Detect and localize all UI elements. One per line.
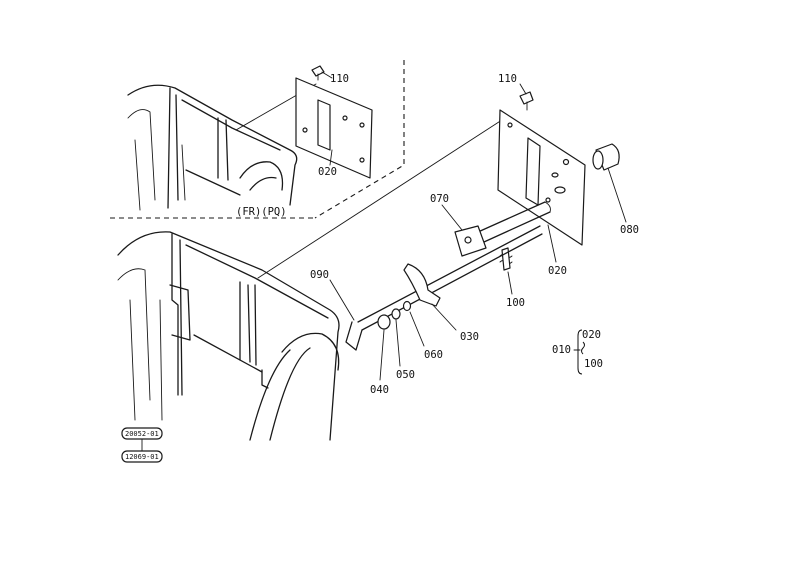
assembly-range-from: 020	[582, 329, 601, 341]
assembly-range-to: 100	[584, 358, 603, 370]
inset-cab-sketch	[127, 83, 317, 211]
callout-080: 080	[620, 224, 639, 236]
callout-090: 090	[310, 269, 329, 281]
ref-tag-bottom-text: 12069-01	[125, 453, 159, 461]
right-plate-020	[497, 91, 620, 246]
callout-110-right: 110	[498, 73, 517, 85]
callout-110-top: 110	[330, 73, 349, 85]
lever-assembly	[345, 201, 551, 351]
inset-region	[110, 60, 405, 219]
reference-tags: 20052-01 12069-01	[121, 427, 163, 463]
callout-020-top: 020	[318, 166, 337, 178]
range-brace	[577, 329, 583, 375]
callout-040: 040	[370, 384, 389, 396]
inset-plate-020	[295, 65, 373, 179]
washer-050	[391, 308, 401, 320]
washer-060	[402, 300, 412, 312]
assembly-range: 010 020 100	[552, 329, 603, 375]
ref-tag-top-text: 20052-01	[125, 430, 159, 438]
callout-070: 070	[430, 193, 449, 205]
callout-050: 050	[396, 369, 415, 381]
region-note: (FR)(PQ)	[236, 206, 287, 218]
callout-020-right: 020	[548, 265, 567, 277]
nut-040	[377, 314, 391, 330]
leader-lines	[321, 71, 627, 381]
assembly-parent: 010	[552, 344, 571, 356]
callout-060: 060	[424, 349, 443, 361]
main-cab-sketch	[117, 117, 506, 441]
callout-100: 100	[506, 297, 525, 309]
callout-030: 030	[460, 331, 479, 343]
ref-tag-bottom	[121, 450, 163, 463]
inset-divider-vertical	[314, 60, 405, 219]
